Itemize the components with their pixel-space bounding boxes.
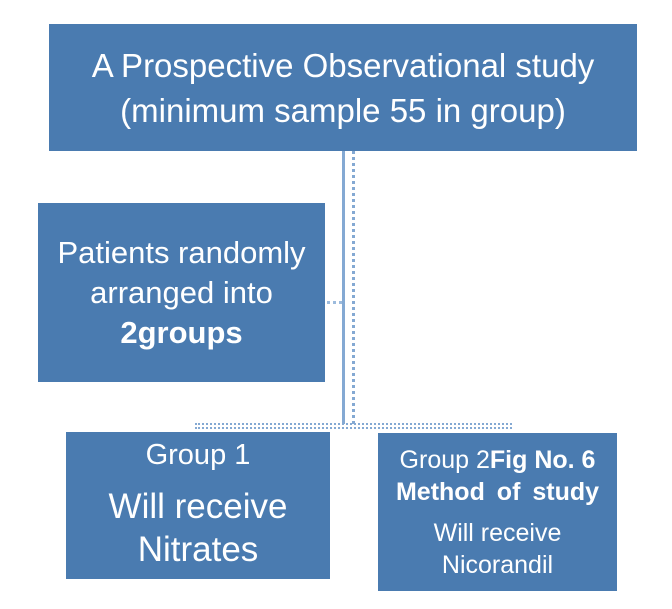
- horizontal-double-connector: [195, 423, 512, 429]
- group2-box: Group 2Fig No. 6 Method of study Will re…: [378, 433, 617, 591]
- group2-line4: Nicorandil: [441, 550, 554, 579]
- figure-number-label: Fig No. 6: [489, 445, 596, 474]
- study-design-box: A Prospective Observational study (minim…: [49, 24, 637, 151]
- study-design-line1: A Prospective Observational study: [91, 46, 595, 84]
- branch-tick-connector: [322, 301, 342, 304]
- group1-line3: Nitrates: [137, 530, 259, 569]
- randomization-line1: Patients randomly: [57, 234, 306, 270]
- group2-title: Group 2: [399, 445, 490, 474]
- randomization-groups-label: 2groups: [120, 314, 243, 350]
- group2-line3: Will receive: [433, 518, 562, 547]
- study-design-line2: (minimum sample 55 in group): [120, 91, 566, 129]
- group1-box: Group 1 Will receive Nitrates: [66, 432, 330, 579]
- vertical-double-connector: [342, 151, 355, 424]
- group2-title-line: Group 2Fig No. 6: [400, 444, 596, 476]
- randomization-box: Patients randomly arranged into 2groups: [38, 203, 325, 382]
- group1-title: Group 1: [145, 439, 251, 471]
- figure-caption: Method of study: [395, 477, 600, 506]
- randomization-line2: arranged into: [90, 274, 273, 310]
- group1-line2: Will receive: [108, 487, 288, 526]
